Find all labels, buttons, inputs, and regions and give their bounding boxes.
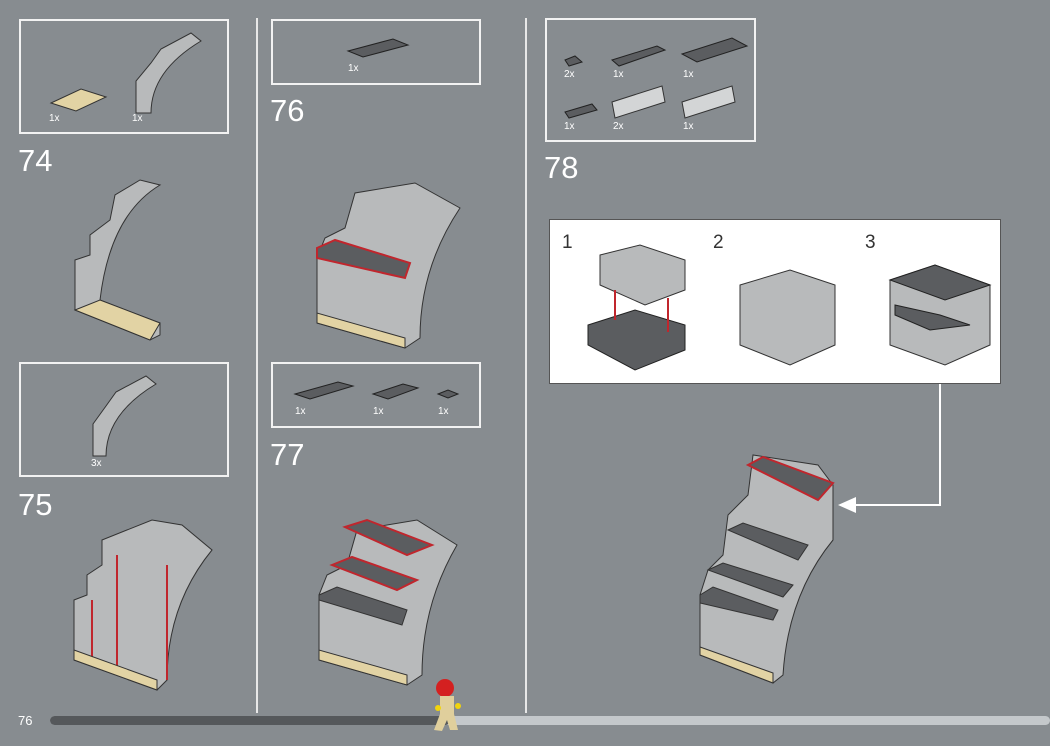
arch-part: [92, 375, 157, 457]
part-qty: 1x: [49, 113, 60, 124]
substep-2-illustration: [739, 269, 836, 366]
step-number: 78: [544, 150, 579, 185]
page-number: 76: [18, 713, 33, 728]
build-model-step-78: [699, 454, 835, 684]
part-qty: 1x: [564, 121, 575, 132]
progress-fill: [50, 716, 450, 725]
parts-step-78: [564, 37, 749, 119]
part-qty: 1x: [438, 406, 449, 417]
substep-number: 2: [713, 232, 724, 253]
substep-number: 1: [562, 232, 573, 253]
part-qty: 1x: [683, 69, 694, 80]
sub-assembly-callout: 1 2 3: [549, 219, 1001, 384]
build-model-step-75: [73, 519, 213, 691]
part-qty: 2x: [613, 121, 624, 132]
substep-3-illustration: [888, 264, 992, 366]
build-model-step-77: [318, 518, 458, 686]
part-qty: 1x: [132, 113, 143, 124]
parts-box-step-77: 1x 1x 1x: [271, 362, 481, 428]
parts-box-step-74: 1x 1x: [19, 19, 229, 134]
tiles-parts: [293, 381, 460, 400]
part-qty: 1x: [348, 63, 359, 74]
minifigure-progress-icon: [434, 679, 461, 731]
part-qty: 1x: [295, 406, 306, 417]
parts-box-step-78: 2x 1x 1x 1x 2x 1x: [545, 18, 756, 142]
parts-box-step-76: 1x: [271, 19, 481, 85]
build-model-step-76: [316, 182, 461, 349]
build-model-step-74: [73, 179, 162, 341]
substep-1-illustration: [587, 244, 686, 371]
progress-bar: [50, 716, 1050, 725]
step-number: 77: [270, 437, 305, 472]
parts-box-step-75: 3x: [19, 362, 229, 477]
part-qty: 3x: [91, 458, 102, 469]
step-number: 74: [18, 143, 53, 178]
part-qty: 1x: [373, 406, 384, 417]
dark-plate-part: [346, 38, 410, 58]
arch-part: [135, 32, 202, 114]
column-divider: [525, 18, 527, 713]
part-qty: 1x: [613, 69, 624, 80]
part-qty: 1x: [683, 121, 694, 132]
part-qty: 2x: [564, 69, 575, 80]
step-number: 75: [18, 487, 53, 522]
tan-plate-part: [49, 88, 108, 112]
column-divider: [256, 18, 258, 713]
substep-number: 3: [865, 232, 876, 253]
step-number: 76: [270, 93, 305, 128]
